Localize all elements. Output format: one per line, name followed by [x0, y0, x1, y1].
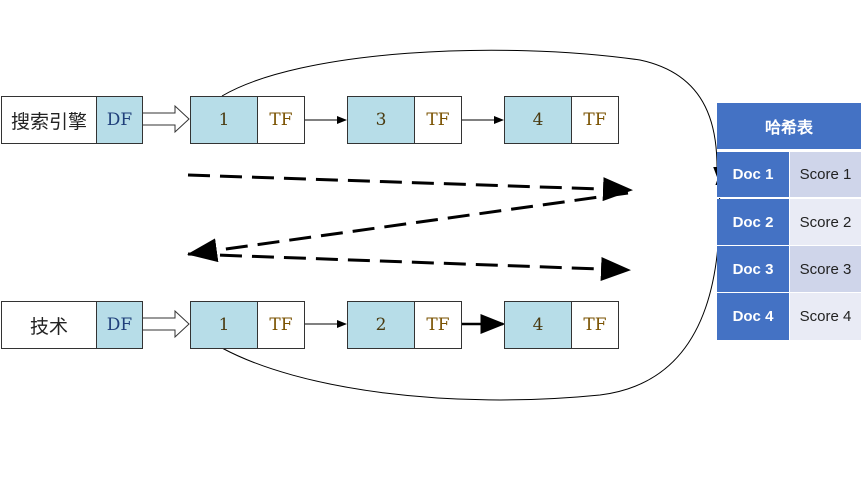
term-box: 搜索引擎: [1, 96, 97, 144]
hash-score: Score 1: [790, 152, 861, 198]
hash-score: Score 3: [790, 246, 861, 293]
hash-doc: Doc 3: [717, 246, 789, 293]
dashed-arrow: [187, 173, 633, 202]
df-box: DF: [96, 301, 143, 349]
curve-to-doc1-top: [221, 49, 722, 177]
hash-score: Score 4: [790, 293, 861, 340]
posting-tf: TF: [571, 301, 619, 349]
hash-table-title: 哈希表: [717, 103, 861, 149]
posting-doc: 3: [347, 96, 415, 144]
posting-tf: TF: [414, 96, 462, 144]
hollow-arrow-row2: [142, 309, 190, 339]
hash-score: Score 2: [790, 199, 861, 246]
posting-tf: TF: [414, 301, 462, 349]
curve-to-doc1-bottom: [221, 175, 724, 401]
hash-doc: Doc 1: [717, 152, 789, 198]
posting-doc: 4: [504, 301, 572, 349]
posting-tf: TF: [257, 96, 305, 144]
posting-doc: 4: [504, 96, 572, 144]
posting-doc: 1: [190, 301, 258, 349]
term-box: 技术: [1, 301, 97, 349]
posting-tf: TF: [571, 96, 619, 144]
hash-doc: Doc 4: [717, 293, 789, 340]
posting-doc: 2: [347, 301, 415, 349]
df-box: DF: [96, 96, 143, 144]
dashed-arrow: [187, 191, 629, 263]
dashed-arrow: [187, 252, 631, 282]
hash-doc: Doc 2: [717, 199, 789, 246]
hollow-arrow-row1: [142, 104, 190, 134]
posting-doc: 1: [190, 96, 258, 144]
posting-tf: TF: [257, 301, 305, 349]
